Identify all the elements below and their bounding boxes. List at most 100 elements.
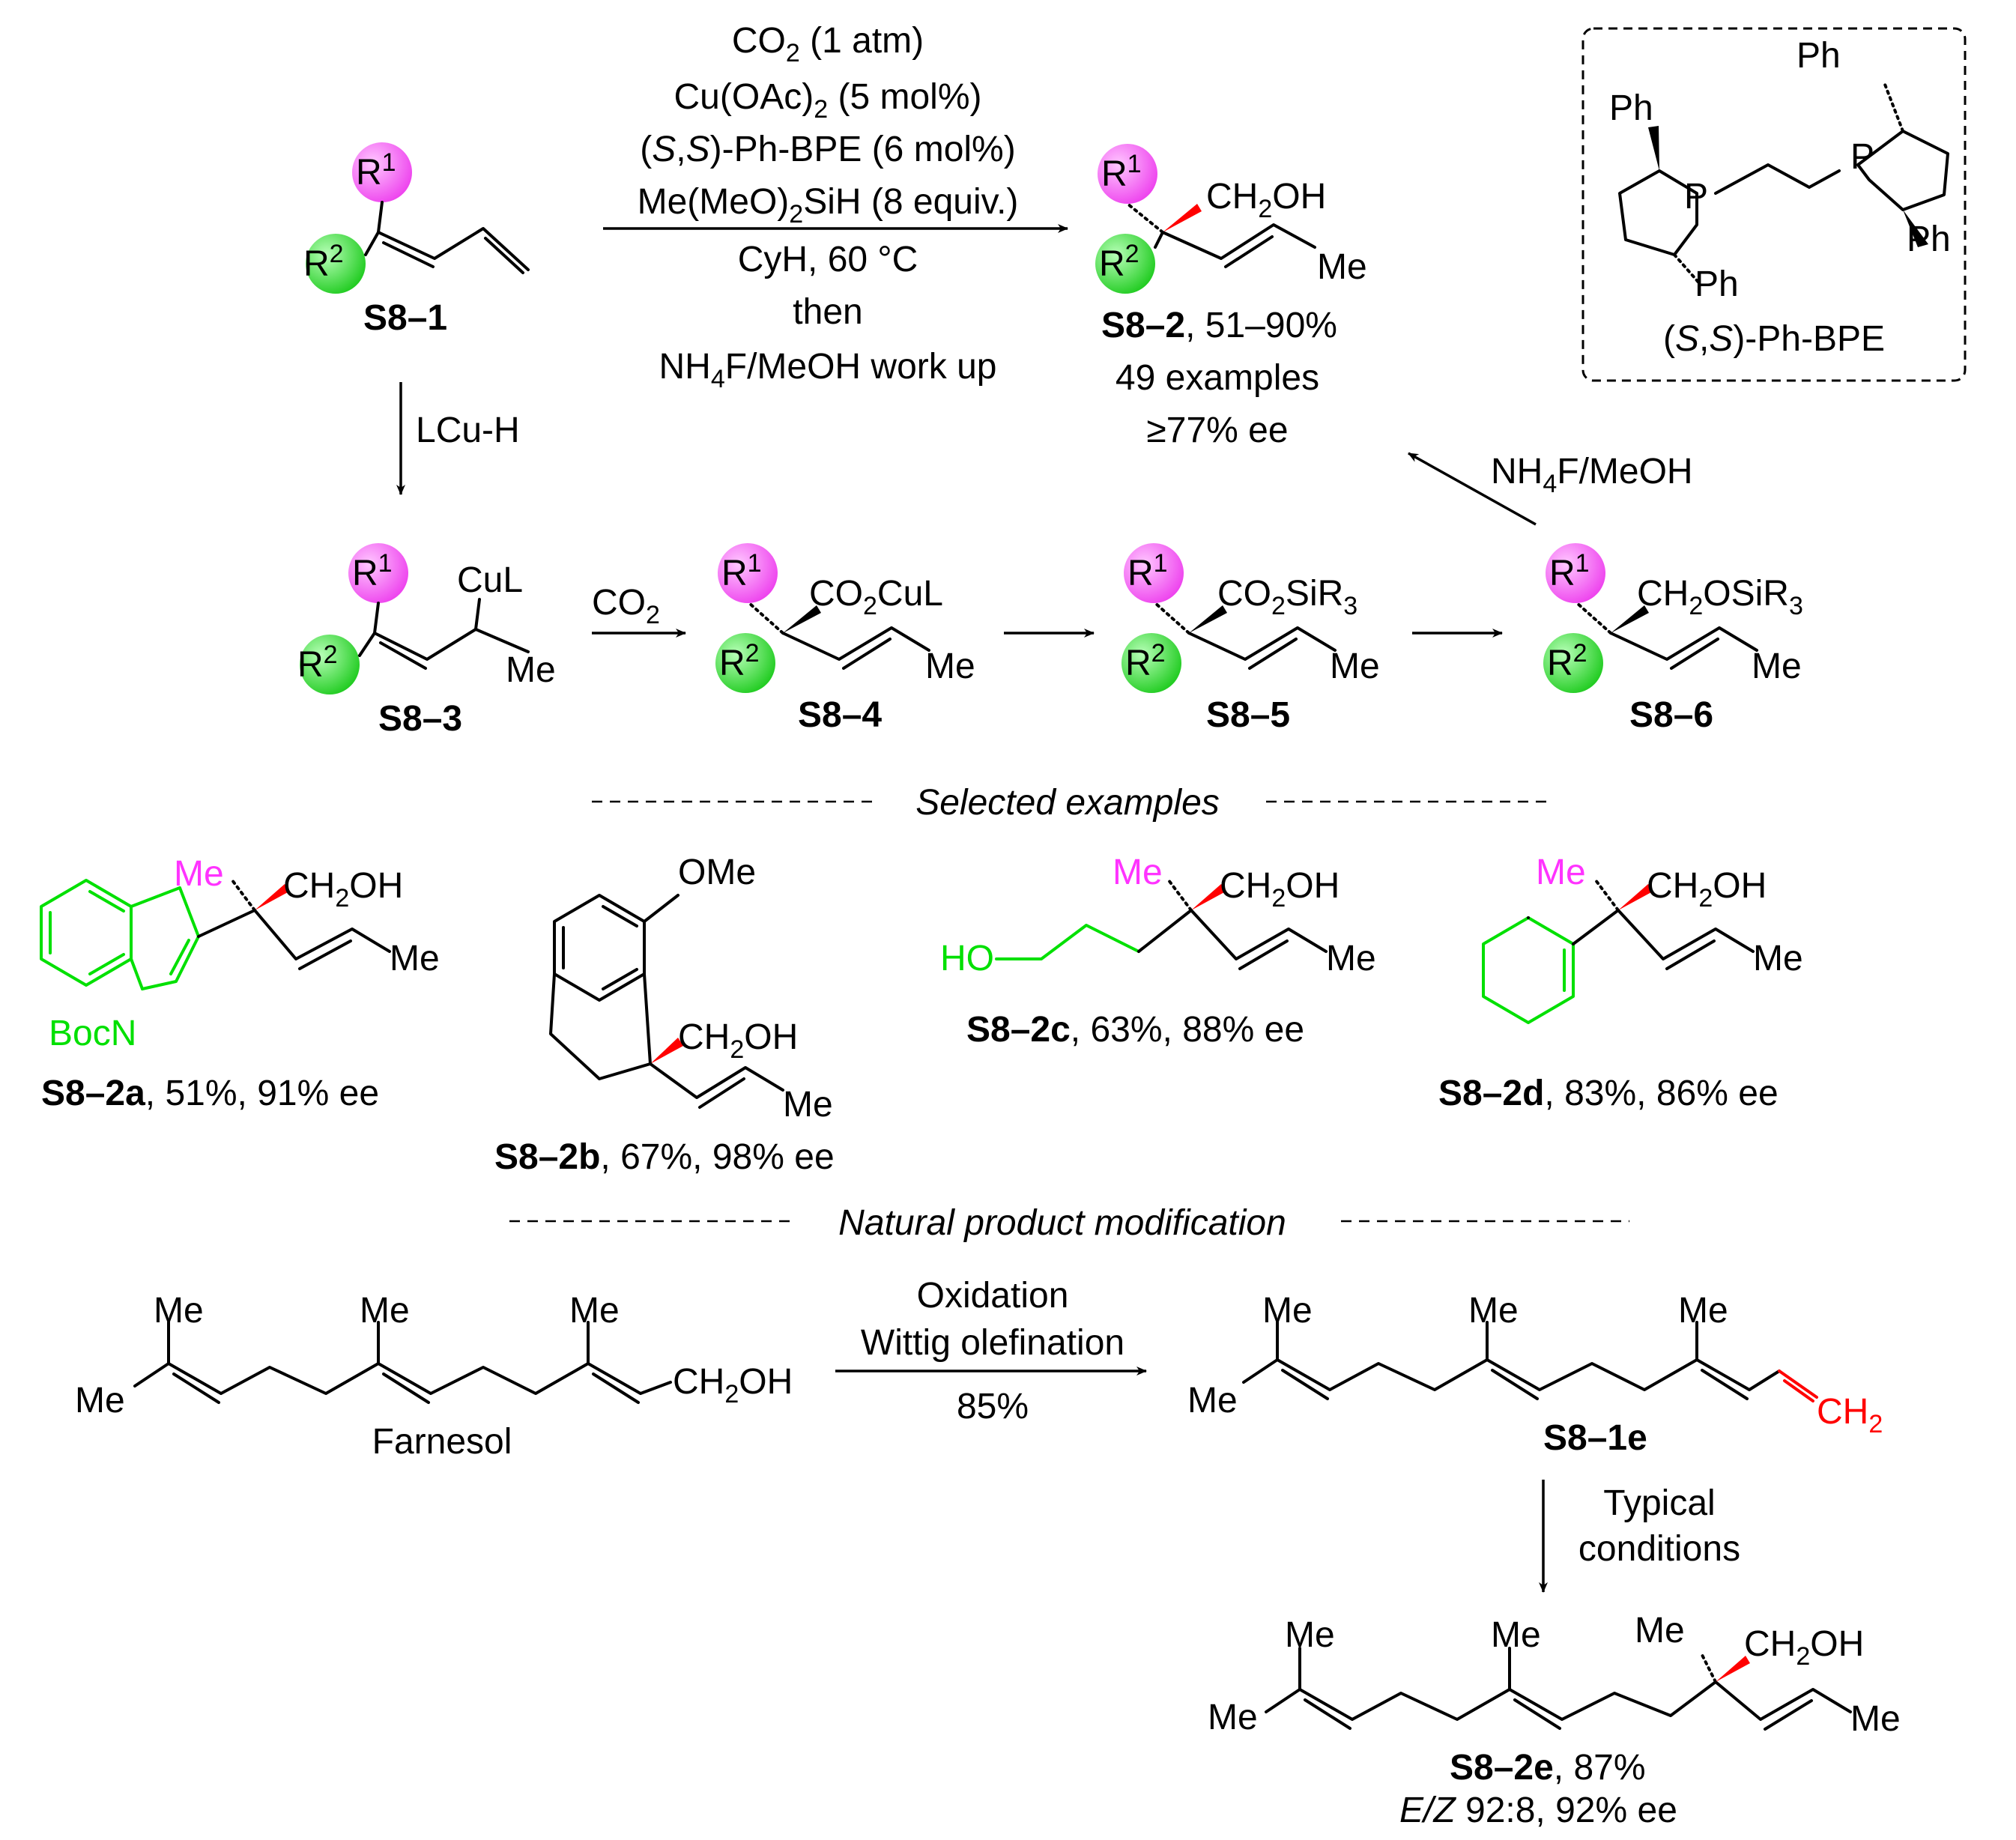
product-s8-2e: Me Me Me Me CH2OH Me S8–2e, 87% E/Z 92:8… (1208, 1611, 1901, 1830)
ligand-box: P Ph Ph P Ph Ph (S,S)-Ph-BPE (1581, 27, 1967, 382)
typical-label: Typical (1603, 1483, 1715, 1523)
me-2: Me (1187, 1381, 1238, 1420)
co2-step-label: CO2 (592, 583, 660, 629)
bocn-label: BocN (49, 1014, 136, 1053)
me-3: Me (360, 1291, 410, 1331)
p-left: P (1684, 177, 1708, 217)
example-s8-2d: Me CH2OH Me S8–2d, 83%, 86% ee (1438, 853, 1803, 1113)
r1-sphere (1098, 144, 1157, 204)
me-4: Me (569, 1291, 620, 1331)
me-label: Me (783, 1085, 833, 1125)
cond-solvent: CyH, 60 °C (738, 240, 918, 279)
me-pink-label: Me (174, 854, 224, 894)
diene-s8-1: R1 R2 S8–1 (303, 142, 530, 338)
ch2oh-label: CH2OH (678, 1017, 798, 1064)
tetraene-s8-1e: Me Me Me Me CH2 S8–1e (1187, 1291, 1883, 1458)
ph-right-bottom: Ph (1907, 220, 1951, 259)
ch2oh-label: CH2OH (1206, 177, 1326, 223)
r1-sphere (352, 142, 412, 202)
ch2oh-label: CH2OH (1220, 866, 1340, 913)
oxidation-label: Oxidation (917, 1276, 1069, 1316)
ch2oh-label: CH2OH (283, 866, 403, 913)
s8-6-label: S8–6 (1629, 695, 1713, 735)
s8-2c-result: S8–2c, 63%, 88% ee (966, 1010, 1304, 1050)
ligand-name: (S,S)-Ph-BPE (1663, 319, 1885, 359)
me-label: Me (925, 647, 975, 686)
s8-2e-result: S8–2e, 87% (1450, 1748, 1646, 1788)
me-5: Me (1850, 1699, 1901, 1739)
ome-label: OMe (678, 853, 756, 892)
product-s8-2: R1 R2 CH2OH Me S8–2, 51–90% 49 examples … (1095, 144, 1367, 450)
me-label: Me (1317, 247, 1367, 287)
r2-sphere (1095, 234, 1155, 294)
allyl-copper-s8-3: R1 R2 CuL Me S8–3 (297, 543, 556, 739)
me-pink-label: Me (1113, 853, 1163, 892)
ch2oh-label: CH2OH (1647, 866, 1767, 913)
farnesol: Me Me Me Me CH2OH Farnesol (75, 1291, 793, 1462)
me-label: Me (1326, 939, 1376, 978)
wittig-label: Wittig olefination (861, 1323, 1124, 1363)
s8-2e-ee: E/Z 92:8, 92% ee (1399, 1791, 1677, 1830)
me-4: Me (1678, 1291, 1728, 1331)
selected-examples-title: Selected examples (915, 783, 1220, 823)
cond-silane: Me(MeO)2SiH (8 equiv.) (638, 182, 1019, 229)
me-label: Me (1752, 647, 1802, 686)
cul-label: CuL (457, 560, 523, 600)
silyl-ester-s8-5: R1 R2 CO2SiR3 Me S8–5 (1121, 543, 1380, 735)
r2-sphere (306, 234, 366, 294)
s8-3-label: S8–3 (378, 699, 462, 739)
cond-cu: Cu(OAc)2 (5 mol%) (674, 77, 982, 124)
co2sir3-label: CO2SiR3 (1217, 574, 1357, 620)
reaction-conditions: CO2 (1 atm) Cu(OAc)2 (5 mol%) (S,S)-Ph-B… (603, 21, 1068, 393)
me-2: Me (75, 1381, 125, 1420)
carboxylate-s8-4: R1 R2 CO2CuL Me S8–4 (715, 543, 975, 735)
lcuh-label: LCu-H (416, 411, 520, 450)
s8-1e-label: S8–1e (1543, 1418, 1647, 1458)
silyl-ether-s8-6: R1 R2 CH2OSiR3 Me S8–6 (1543, 543, 1803, 735)
ph-left-bottom: Ph (1695, 264, 1739, 304)
nh4f-label: NH4F/MeOH (1491, 452, 1693, 498)
farnesol-ch2oh: CH2OH (673, 1362, 793, 1408)
ch2oh-label: CH2OH (1744, 1624, 1864, 1671)
natural-product-title: Natural product modification (838, 1203, 1286, 1243)
s8-5-label: S8–5 (1206, 695, 1290, 735)
me-label: Me (1753, 939, 1803, 978)
ho-label: HO (940, 939, 994, 978)
me-label: Me (506, 650, 556, 690)
conditions-label: conditions (1578, 1529, 1740, 1569)
farnesol-label: Farnesol (372, 1422, 512, 1462)
example-s8-2c: HO Me CH2OH Me S8–2c, 63%, 88% ee (940, 853, 1376, 1050)
me-3: Me (1468, 1291, 1519, 1331)
s8-2-result: S8–2, 51–90% (1101, 306, 1337, 345)
s8-2a-result: S8–2a, 51%, 91% ee (41, 1074, 379, 1113)
cond-ligand: (S,S)-Ph-BPE (6 mol%) (640, 130, 1015, 169)
s8-2b-result: S8–2b, 67%, 98% ee (494, 1137, 835, 1177)
cond-then: then (793, 292, 862, 332)
co2cul-label: CO2CuL (809, 574, 943, 620)
me-1: Me (1285, 1615, 1335, 1655)
ch2osir3-label: CH2OSiR3 (1637, 574, 1803, 620)
yield-85: 85% (957, 1387, 1029, 1426)
ph-left-top: Ph (1609, 88, 1653, 128)
s8-4-label: S8–4 (798, 695, 882, 735)
example-s8-2b: OMe CH2OH Me S8–2b, 67%, 98% ee (494, 853, 835, 1177)
ph-right-top: Ph (1796, 36, 1841, 76)
s8-1-label: S8–1 (363, 298, 447, 338)
example-s8-2a: BocN Me CH2OH Me S8–2a, 51%, 91% ee (40, 854, 440, 1113)
me-1: Me (1262, 1291, 1313, 1331)
s8-2-examples: 49 examples (1116, 358, 1319, 398)
me-4: Me (1635, 1611, 1685, 1650)
s8-2-ee: ≥77% ee (1146, 411, 1288, 450)
me-3: Me (1491, 1615, 1541, 1655)
p-right: P (1850, 137, 1874, 177)
deprotection-arrow (1408, 452, 1537, 526)
cond-co2: CO2 (1 atm) (732, 21, 924, 67)
me-pink-label: Me (1536, 853, 1586, 892)
me-1: Me (154, 1291, 204, 1331)
cond-workup: NH4F/MeOH work up (659, 347, 997, 393)
s8-2d-result: S8–2d, 83%, 86% ee (1438, 1074, 1779, 1113)
ch2-label: CH2 (1817, 1392, 1883, 1438)
me-label: Me (390, 939, 440, 978)
